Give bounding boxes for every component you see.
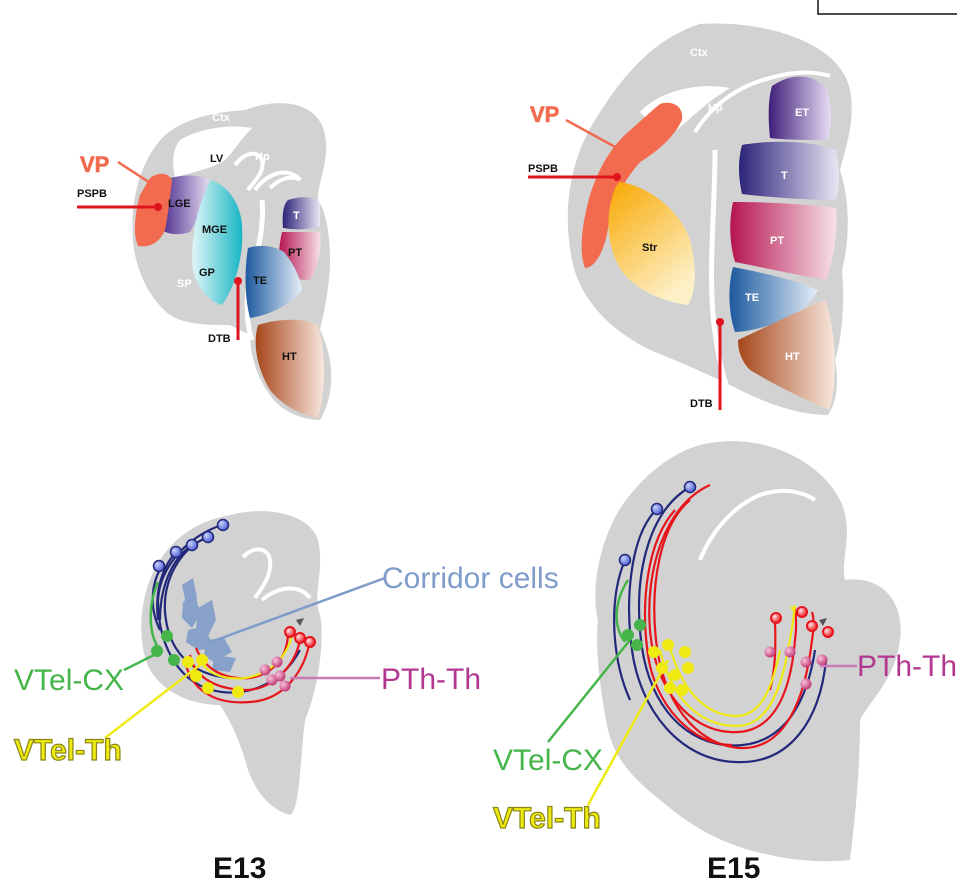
- e13-vtel-cx-label: VTel-CX: [14, 664, 124, 697]
- e13-ht-region: [256, 320, 324, 418]
- corner-box-fragment: [818, 0, 957, 14]
- age-label-e13: E13: [213, 852, 266, 885]
- e15-et-label: ET: [795, 107, 809, 119]
- e13-dtb-dot: [234, 277, 242, 285]
- e15-te-label: TE: [745, 292, 759, 304]
- e15-bottom-tissue: [595, 441, 900, 861]
- e15-vtel-th-label: VTel-Th: [493, 802, 601, 835]
- e15-hp-label: Hp: [708, 102, 723, 114]
- e13-corridor-label: Corridor cells: [382, 562, 559, 595]
- e13-hp-label: Hp: [255, 151, 270, 163]
- e13-vp-label: VP: [80, 152, 109, 177]
- e13-t-region: [283, 197, 320, 229]
- e13-ht-label: HT: [282, 351, 297, 363]
- e13-mge-label: MGE: [202, 224, 227, 236]
- e15-ht-label: HT: [785, 351, 800, 363]
- e15-vtel-cx-label: VTel-CX: [493, 744, 603, 777]
- e15-pt-label: PT: [770, 235, 784, 247]
- e13-gp-label: GP: [199, 267, 215, 279]
- e13-axon-diagram: Corridor cells VTel-CX PTh-Th VTel-Th: [14, 511, 559, 815]
- e13-pth-th-label: PTh-Th: [381, 663, 481, 696]
- e15-axon-diagram: PTh-Th VTel-CX VTel-Th: [493, 441, 957, 861]
- e15-section-diagram: Ctx Hp VP PSPB Str ET T PT TE HT DTB: [528, 24, 852, 415]
- e15-pspb-dot: [613, 173, 621, 181]
- e13-ctx-label: Ctx: [212, 112, 231, 124]
- e13-lge-label: LGE: [168, 198, 191, 210]
- e15-t-region: [739, 142, 839, 200]
- e13-t-label: T: [293, 210, 300, 222]
- e15-dtb-label: DTB: [690, 398, 713, 410]
- e13-lv-label: LV: [210, 153, 224, 165]
- e13-pspb-dot: [154, 203, 162, 211]
- e13-pt-label: PT: [288, 247, 302, 259]
- e15-str-label: Str: [642, 242, 658, 254]
- e15-ctx-label: Ctx: [690, 47, 709, 59]
- e13-dtb-label: DTB: [208, 333, 231, 345]
- e15-vp-label: VP: [530, 102, 559, 127]
- e13-te-label: TE: [253, 275, 267, 287]
- e15-pth-th-label: PTh-Th: [857, 650, 957, 683]
- e13-vtel-th-label: VTel-Th: [14, 734, 122, 767]
- e15-pspb-label: PSPB: [528, 163, 558, 175]
- age-label-e15: E15: [707, 852, 760, 885]
- e15-t-label: T: [781, 170, 788, 182]
- e15-dtb-dot: [716, 318, 724, 326]
- e13-sp-label: SP: [177, 278, 192, 290]
- e13-section-diagram: Ctx LV Hp VP PSPB LGE MGE GP SP T PT TE …: [77, 103, 331, 420]
- e13-pspb-label: PSPB: [77, 188, 107, 200]
